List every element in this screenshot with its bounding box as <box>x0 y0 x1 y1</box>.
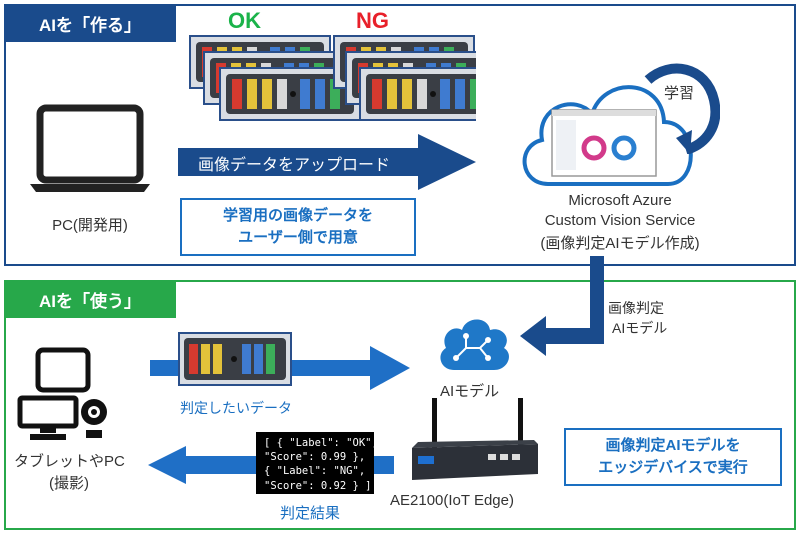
ok-label: OK <box>228 8 261 33</box>
training-note-line1: 学習用の画像データを <box>222 207 373 225</box>
edge-device-icon <box>412 398 538 480</box>
result-label: 判定結果 <box>280 505 341 522</box>
model-deploy-arrow <box>520 256 604 356</box>
monitor-icon <box>17 395 79 440</box>
upload-label: 画像データをアップロード <box>198 157 391 174</box>
json-line4: "Score": 0.92 } ] <box>264 479 372 492</box>
pc-label: PC(開発用) <box>52 217 128 234</box>
brain-circuit-icon <box>440 319 509 370</box>
use-section-panel <box>4 280 796 530</box>
edge-label: AE2100(IoT Edge) <box>390 492 514 509</box>
cloud-icon <box>522 85 693 186</box>
ng-label: NG <box>356 8 389 33</box>
device-line1: タブレットやPC <box>14 453 125 470</box>
json-line2: "Score": 0.99 }, <box>264 451 366 464</box>
model-arrow-line2: AIモデル <box>612 320 668 336</box>
upload-arrow <box>178 134 476 190</box>
input-data-label: 判定したいデータ <box>180 400 292 416</box>
refresh-arrow-icon <box>644 63 720 154</box>
tablet-icon <box>35 347 91 393</box>
device-line2: (撮影) <box>49 475 89 492</box>
make-section-title: AIを「作る」 <box>4 4 176 42</box>
model-arrow-line1: 画像判定 <box>608 300 664 316</box>
learning-label: 学習 <box>664 85 695 102</box>
make-section-panel <box>4 4 796 266</box>
edge-note-line2: エッジデバイスで実行 <box>598 459 748 476</box>
json-line1: [ { "Label": "OK", <box>264 437 378 449</box>
fuse-block-images <box>189 35 476 121</box>
edge-note-line1: 画像判定AIモデルを <box>605 437 741 455</box>
camera-icon <box>81 399 107 438</box>
training-data-note: 学習用の画像データを ユーザー側で用意 <box>180 198 416 256</box>
result-json-box: [ { "Label": "OK", "Score": 0.99 },{ "Lab… <box>256 432 378 494</box>
edge-execution-note: 画像判定AIモデルを エッジデバイスで実行 <box>564 428 782 486</box>
azure-line1: Microsoft Azure <box>568 192 672 209</box>
laptop-icon <box>30 104 150 192</box>
azure-line3: (画像判定AIモデル作成) <box>540 235 700 252</box>
training-note-line2: ユーザー側で用意 <box>238 229 358 246</box>
device-icons <box>17 347 107 440</box>
input-fuse-image <box>178 332 292 386</box>
json-line3: { "Label": "NG", <box>264 465 366 478</box>
ai-model-label: AIモデル <box>440 383 500 400</box>
azure-line2: Custom Vision Service <box>544 212 696 229</box>
use-section-title: AIを「使う」 <box>4 280 176 318</box>
